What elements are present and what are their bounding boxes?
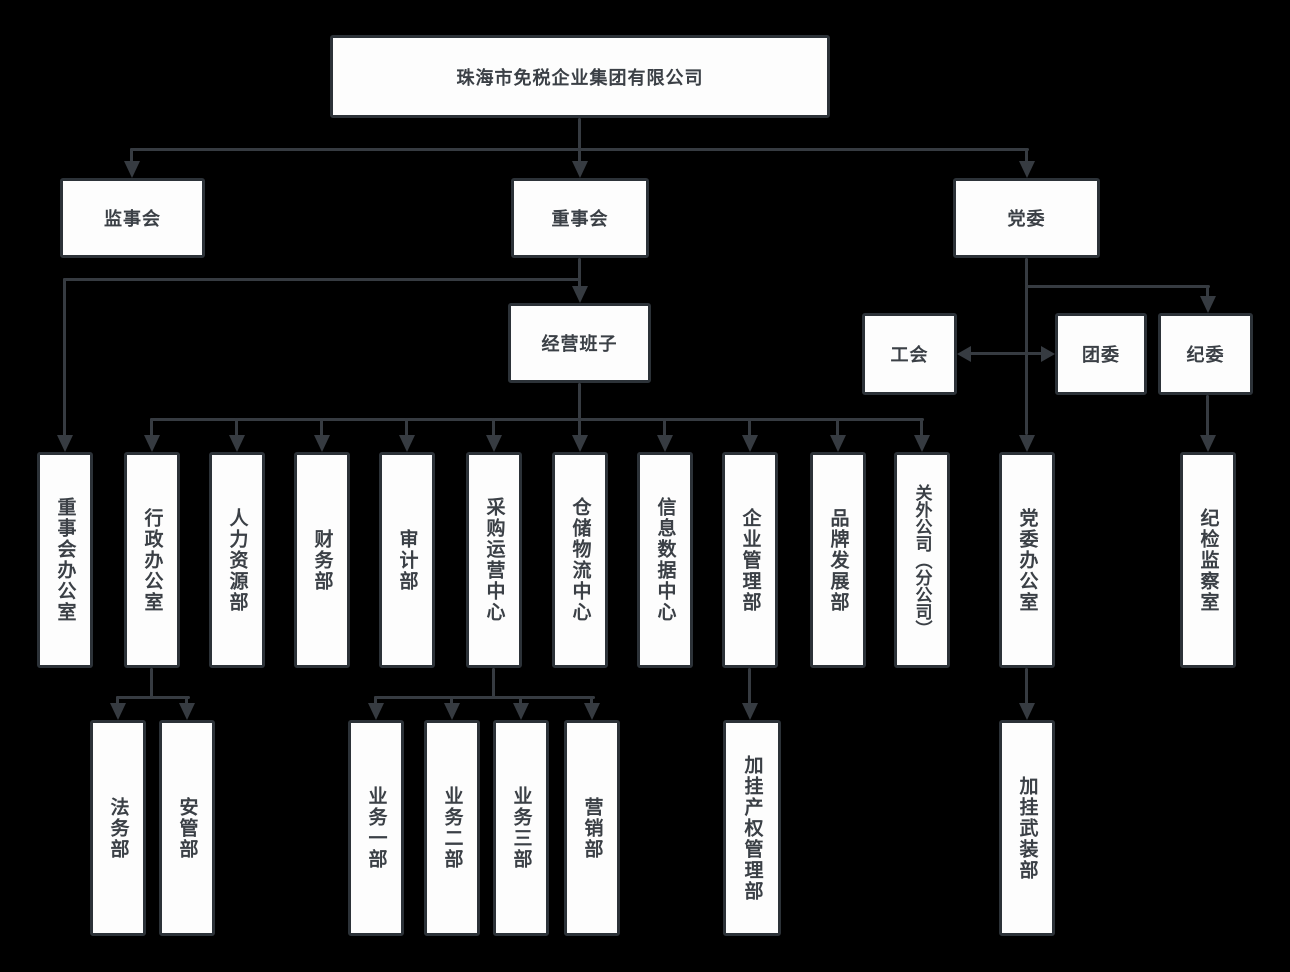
- node-party-committee-office: 党委办公室: [999, 452, 1055, 668]
- node-audit-dept: 审计部: [379, 452, 435, 668]
- node-armed-forces-dept: 加挂武装部: [999, 720, 1055, 936]
- connector-line: [1025, 285, 1210, 288]
- arrow-down-icon: [742, 435, 758, 452]
- node-labor-union: 工会: [862, 313, 957, 395]
- connector-line: [116, 696, 190, 699]
- connector-line: [578, 258, 581, 288]
- connector-line: [969, 352, 1043, 355]
- connector-line: [116, 696, 119, 706]
- arrow-down-icon: [57, 435, 73, 452]
- arrow-down-icon: [572, 161, 588, 178]
- node-admin-office: 行政办公室: [124, 452, 180, 668]
- connector-line: [748, 668, 751, 706]
- connector-line: [374, 696, 377, 706]
- node-enterprise-mgmt-dept: 企业管理部: [722, 452, 778, 668]
- node-party-committee: 党委: [953, 178, 1100, 258]
- node-legal-dept: 法务部: [90, 720, 146, 936]
- connector-line: [320, 418, 323, 437]
- arrow-down-icon: [572, 435, 588, 452]
- connector-line: [150, 418, 153, 437]
- connector-line: [578, 148, 581, 163]
- connector-line: [374, 696, 595, 699]
- arrow-left-icon: [957, 346, 971, 362]
- node-business-dept-2: 业务二部: [424, 720, 480, 936]
- node-offshore-company: 关外公司（分公司）: [894, 452, 950, 668]
- arrow-down-icon: [399, 435, 415, 452]
- connector-line: [63, 278, 66, 437]
- connector-line: [519, 696, 522, 706]
- node-property-rights-mgmt-dept: 加挂产权管理部: [723, 720, 781, 936]
- node-info-data-center: 信息数据中心: [637, 452, 693, 668]
- connector-line: [492, 668, 495, 699]
- arrow-down-icon: [1200, 435, 1216, 452]
- arrow-down-icon: [1019, 703, 1035, 720]
- arrow-down-icon: [229, 435, 245, 452]
- connector-line: [1025, 668, 1028, 706]
- arrow-down-icon: [657, 435, 673, 452]
- node-board-office: 重事会办公室: [37, 452, 93, 668]
- connector-line: [450, 696, 453, 706]
- arrow-down-icon: [572, 286, 588, 303]
- connector-line: [235, 418, 238, 437]
- arrow-down-icon: [1200, 296, 1216, 313]
- arrow-down-icon: [830, 435, 846, 452]
- arrow-down-icon: [486, 435, 502, 452]
- arrow-down-icon: [444, 703, 460, 720]
- connector-line: [748, 418, 751, 437]
- arrow-down-icon: [179, 703, 195, 720]
- connector-line: [63, 278, 581, 281]
- connector-line: [578, 418, 581, 437]
- node-procurement-operations-center: 采购运营中心: [466, 452, 522, 668]
- connector-line: [590, 696, 593, 706]
- node-security-mgmt-dept: 安管部: [159, 720, 215, 936]
- node-business-dept-1: 业务一部: [348, 720, 404, 936]
- arrow-down-icon: [314, 435, 330, 452]
- arrow-down-icon: [914, 435, 930, 452]
- node-company-title: 珠海市免税企业集团有限公司: [330, 35, 830, 118]
- arrow-right-icon: [1041, 346, 1055, 362]
- connector-line: [1206, 395, 1209, 437]
- node-finance-dept: 财务部: [294, 452, 350, 668]
- connector-line: [578, 383, 581, 421]
- arrow-down-icon: [513, 703, 529, 720]
- node-discipline-committee: 纪委: [1158, 313, 1253, 395]
- connector-line: [1206, 285, 1209, 298]
- connector-line: [492, 418, 495, 437]
- node-warehouse-logistics-center: 仓储物流中心: [552, 452, 608, 668]
- node-board-of-directors: 重事会: [511, 178, 649, 258]
- connector-line: [836, 418, 839, 437]
- connector-line: [150, 668, 153, 699]
- node-discipline-inspection-office: 纪检监察室: [1180, 452, 1236, 668]
- arrow-down-icon: [110, 703, 126, 720]
- connector-line: [405, 418, 408, 437]
- arrow-down-icon: [144, 435, 160, 452]
- arrow-down-icon: [584, 703, 600, 720]
- arrow-down-icon: [1019, 161, 1035, 178]
- arrow-down-icon: [368, 703, 384, 720]
- node-brand-dev-dept: 品牌发展部: [810, 452, 866, 668]
- connector-line: [1025, 258, 1028, 435]
- node-business-dept-3: 业务三部: [493, 720, 549, 936]
- node-marketing-dept: 营销部: [564, 720, 620, 936]
- connector-line: [920, 418, 923, 437]
- node-hr-dept: 人力资源部: [209, 452, 265, 668]
- node-supervisory-board: 监事会: [60, 178, 205, 258]
- arrow-down-icon: [742, 703, 758, 720]
- connector-line: [185, 696, 188, 706]
- connector-line: [578, 118, 581, 150]
- connector-line: [1025, 148, 1028, 163]
- node-management-team: 经营班子: [508, 303, 651, 383]
- connector-line: [130, 148, 133, 163]
- connector-line: [150, 418, 924, 421]
- connector-line: [663, 418, 666, 437]
- arrow-down-icon: [124, 161, 140, 178]
- node-youth-league: 团委: [1055, 313, 1147, 395]
- arrow-down-icon: [1019, 435, 1035, 452]
